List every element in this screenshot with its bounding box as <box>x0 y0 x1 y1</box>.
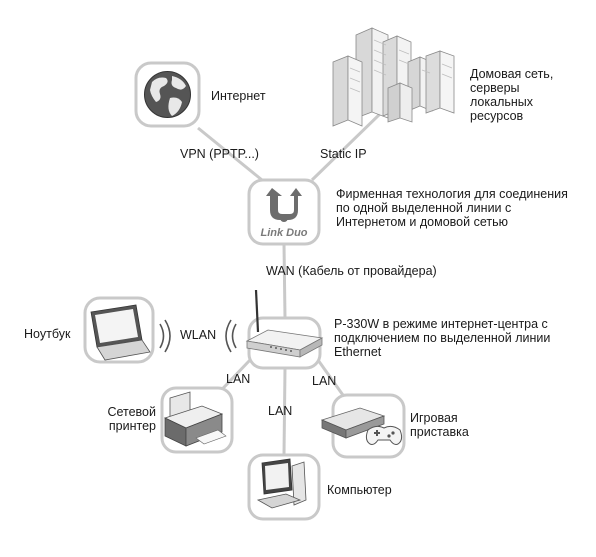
link-duo-logo-text: Link Duo <box>260 227 307 239</box>
game-console-label: Игровая приставка <box>410 411 469 439</box>
link-duo-description: Фирменная технология для соединения по о… <box>336 187 568 229</box>
wifi-signal-icon <box>159 319 237 353</box>
wan-connection-label: WAN (Кабель от провайдера) <box>266 264 437 278</box>
game-console-icon <box>320 393 406 459</box>
internet-label: Интернет <box>211 89 266 103</box>
globe-icon <box>134 61 201 128</box>
lan-printer-label: LAN <box>226 372 251 386</box>
static-ip-line <box>310 110 384 182</box>
printer-label: Сетевой принтер <box>107 405 156 433</box>
lan-computer-line <box>282 367 287 456</box>
server-cluster-icon <box>332 27 455 127</box>
laptop-label: Ноутбук <box>24 327 71 341</box>
router-description: P-330W в режиме интернет-центра с подклю… <box>334 317 551 359</box>
computer-icon <box>247 453 321 521</box>
vpn-line <box>197 126 263 182</box>
link-duo-icon: Link Duo <box>247 178 321 246</box>
router-icon <box>245 289 324 370</box>
wan-line <box>282 243 287 319</box>
vpn-connection-label: VPN (PPTP...) <box>180 147 259 161</box>
lan-computer-label: LAN <box>268 404 293 418</box>
computer-label: Компьютер <box>327 483 392 497</box>
connection-lines <box>197 110 384 456</box>
static-ip-connection-label: Static IP <box>320 147 367 161</box>
home-network-label: Домовая сеть, серверы локальных ресурсов <box>470 67 554 123</box>
printer-icon <box>160 386 234 454</box>
laptop-icon <box>83 296 155 364</box>
lan-console-label: LAN <box>312 374 337 388</box>
wlan-connection-label: WLAN <box>180 328 217 342</box>
